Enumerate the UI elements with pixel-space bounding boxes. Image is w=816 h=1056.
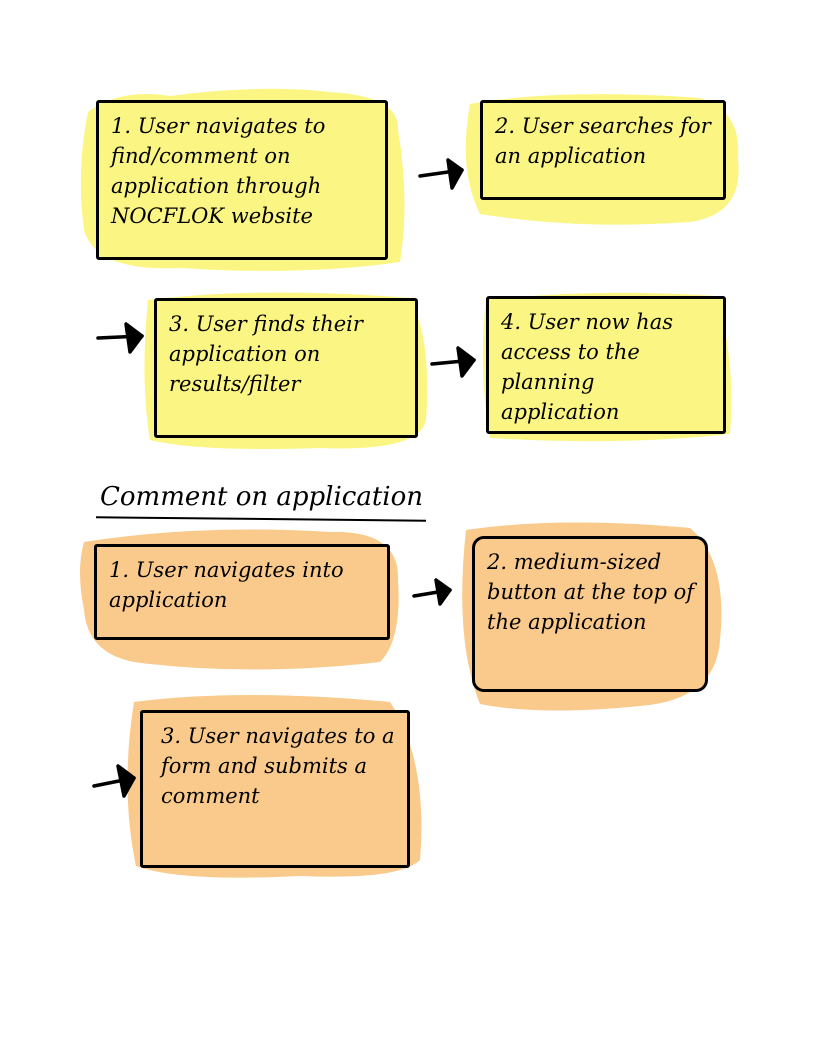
step-number: 4. (501, 310, 522, 334)
step-label: User navigates to a form and submits a c… (161, 724, 395, 808)
step-number: 3. (169, 312, 190, 336)
step-label: User navigates to find/comment on applic… (111, 114, 326, 228)
step-box-find-1: 1. User navigates to find/comment on app… (96, 100, 388, 260)
step-box-comment-3: 3. User navigates to a form and submits … (140, 710, 410, 868)
arrow-icon (92, 764, 136, 798)
step-box-comment-3-text: 3. User navigates to a form and submits … (143, 713, 407, 811)
step-number: 2. (487, 550, 508, 574)
step-label: User finds their application on results/… (169, 312, 363, 396)
step-box-find-2: 2. User searches for an application (480, 100, 726, 200)
step-box-find-3-text: 3. User finds their application on resul… (157, 301, 415, 399)
step-box-comment-2-text: 2. medium-sized button at the top of the… (475, 539, 705, 637)
arrow-icon (418, 158, 464, 190)
arrow-icon (96, 322, 144, 354)
arrow-icon (430, 346, 476, 378)
section-heading-comment: Comment on application (100, 482, 424, 512)
step-box-find-3: 3. User finds their application on resul… (154, 298, 418, 438)
step-box-find-1-text: 1. User navigates to find/comment on app… (99, 103, 385, 231)
step-label: User navigates into application (109, 558, 344, 612)
step-number: 1. (109, 558, 130, 582)
step-box-find-4-text: 4. User now has access to the planning a… (489, 299, 723, 427)
step-box-comment-1: 1. User navigates into application (94, 544, 390, 640)
step-box-find-4: 4. User now has access to the planning a… (486, 296, 726, 434)
step-number: 1. (111, 114, 132, 138)
step-label: medium-sized button at the top of the ap… (487, 550, 695, 634)
step-label: User now has access to the planning appl… (501, 310, 673, 424)
step-box-comment-2: 2. medium-sized button at the top of the… (472, 536, 708, 692)
step-number: 3. (161, 724, 182, 748)
step-number: 2. (495, 114, 516, 138)
step-label: User searches for an application (495, 114, 711, 168)
step-box-find-2-text: 2. User searches for an application (483, 103, 723, 171)
arrow-icon (412, 578, 452, 606)
step-box-comment-1-text: 1. User navigates into application (97, 547, 387, 615)
